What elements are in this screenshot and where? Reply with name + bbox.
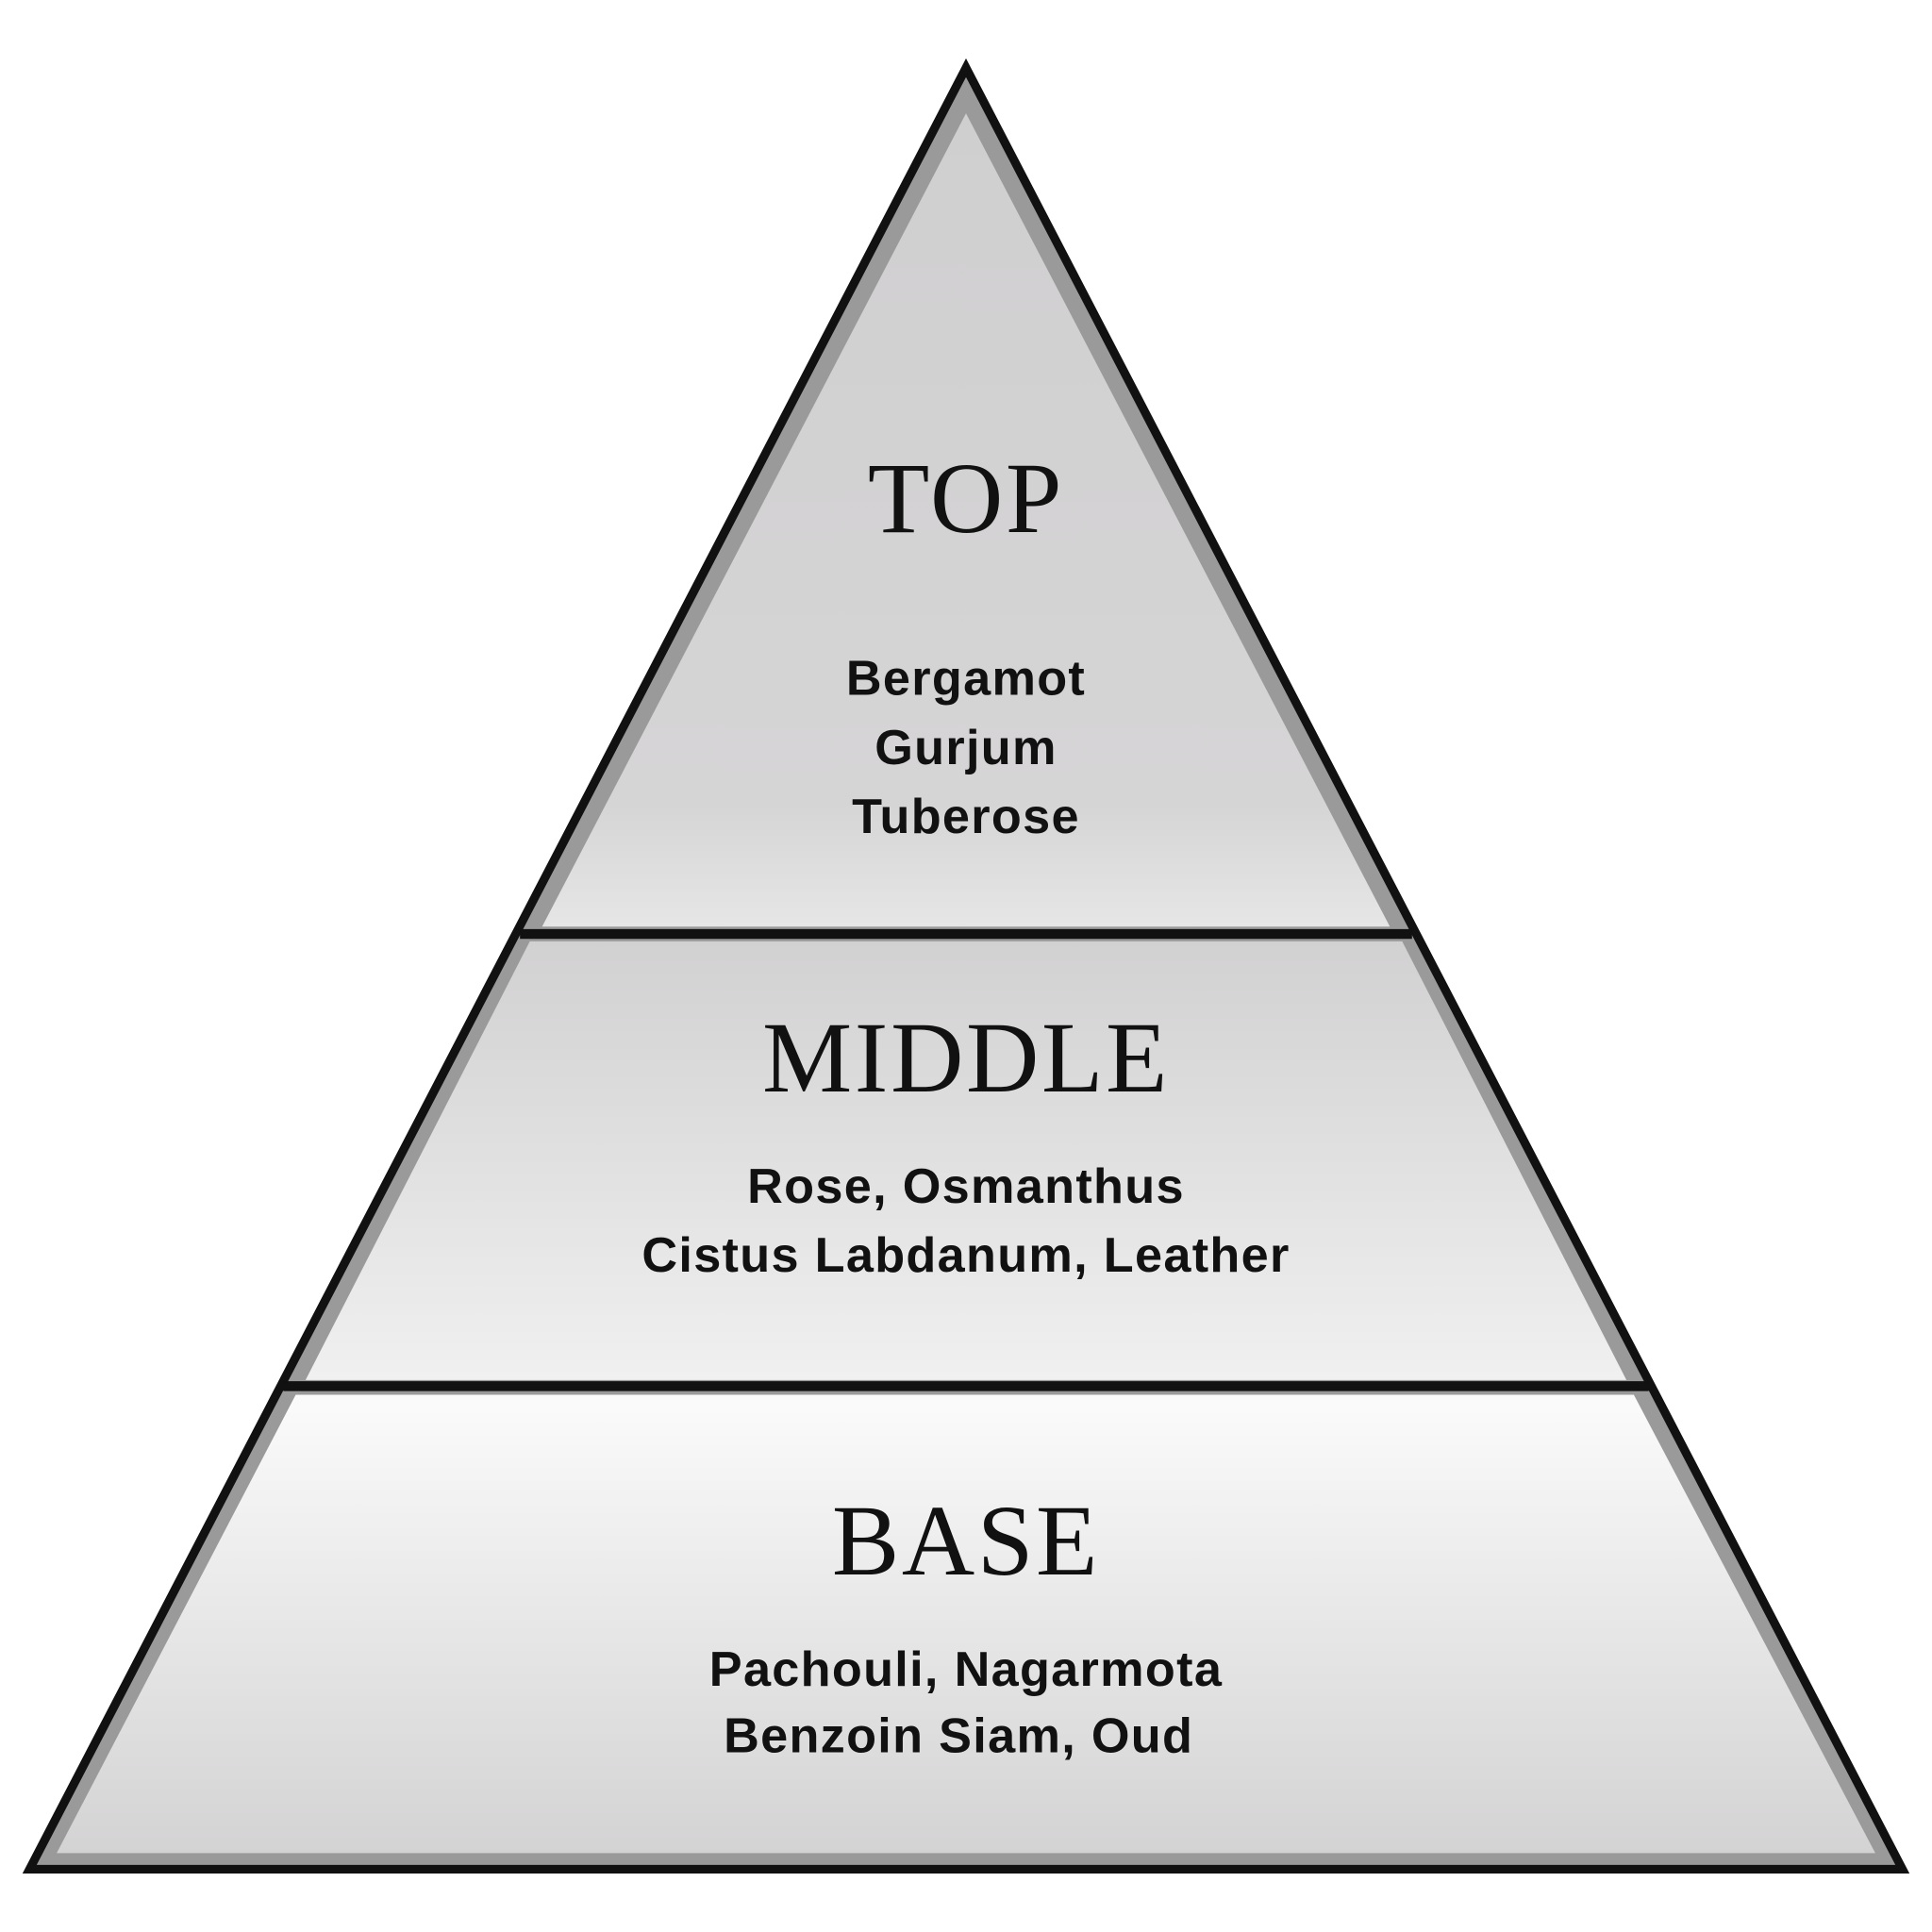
- tier-top-label: TOP: [868, 443, 1064, 555]
- tier-top-note: Gurjum: [874, 721, 1058, 775]
- tier-base: [57, 1394, 1875, 1854]
- tier-middle-note: Rose, Osmanthus: [747, 1159, 1185, 1214]
- tier-middle: [305, 941, 1627, 1380]
- tier-middle-note: Cistus Labdanum, Leather: [641, 1228, 1290, 1283]
- tier-top-note: Bergamot: [846, 652, 1086, 707]
- tier-base-label: BASE: [832, 1486, 1100, 1597]
- tier-middle-label: MIDDLE: [762, 1003, 1170, 1114]
- tier-top: [541, 113, 1391, 927]
- tier-base-note: Pachouli, Nagarmota: [709, 1642, 1223, 1697]
- tier-top-note: Tuberose: [852, 790, 1080, 844]
- tier-base-note: Benzoin Siam, Oud: [724, 1708, 1193, 1763]
- pyramid-outline: [22, 58, 1910, 1874]
